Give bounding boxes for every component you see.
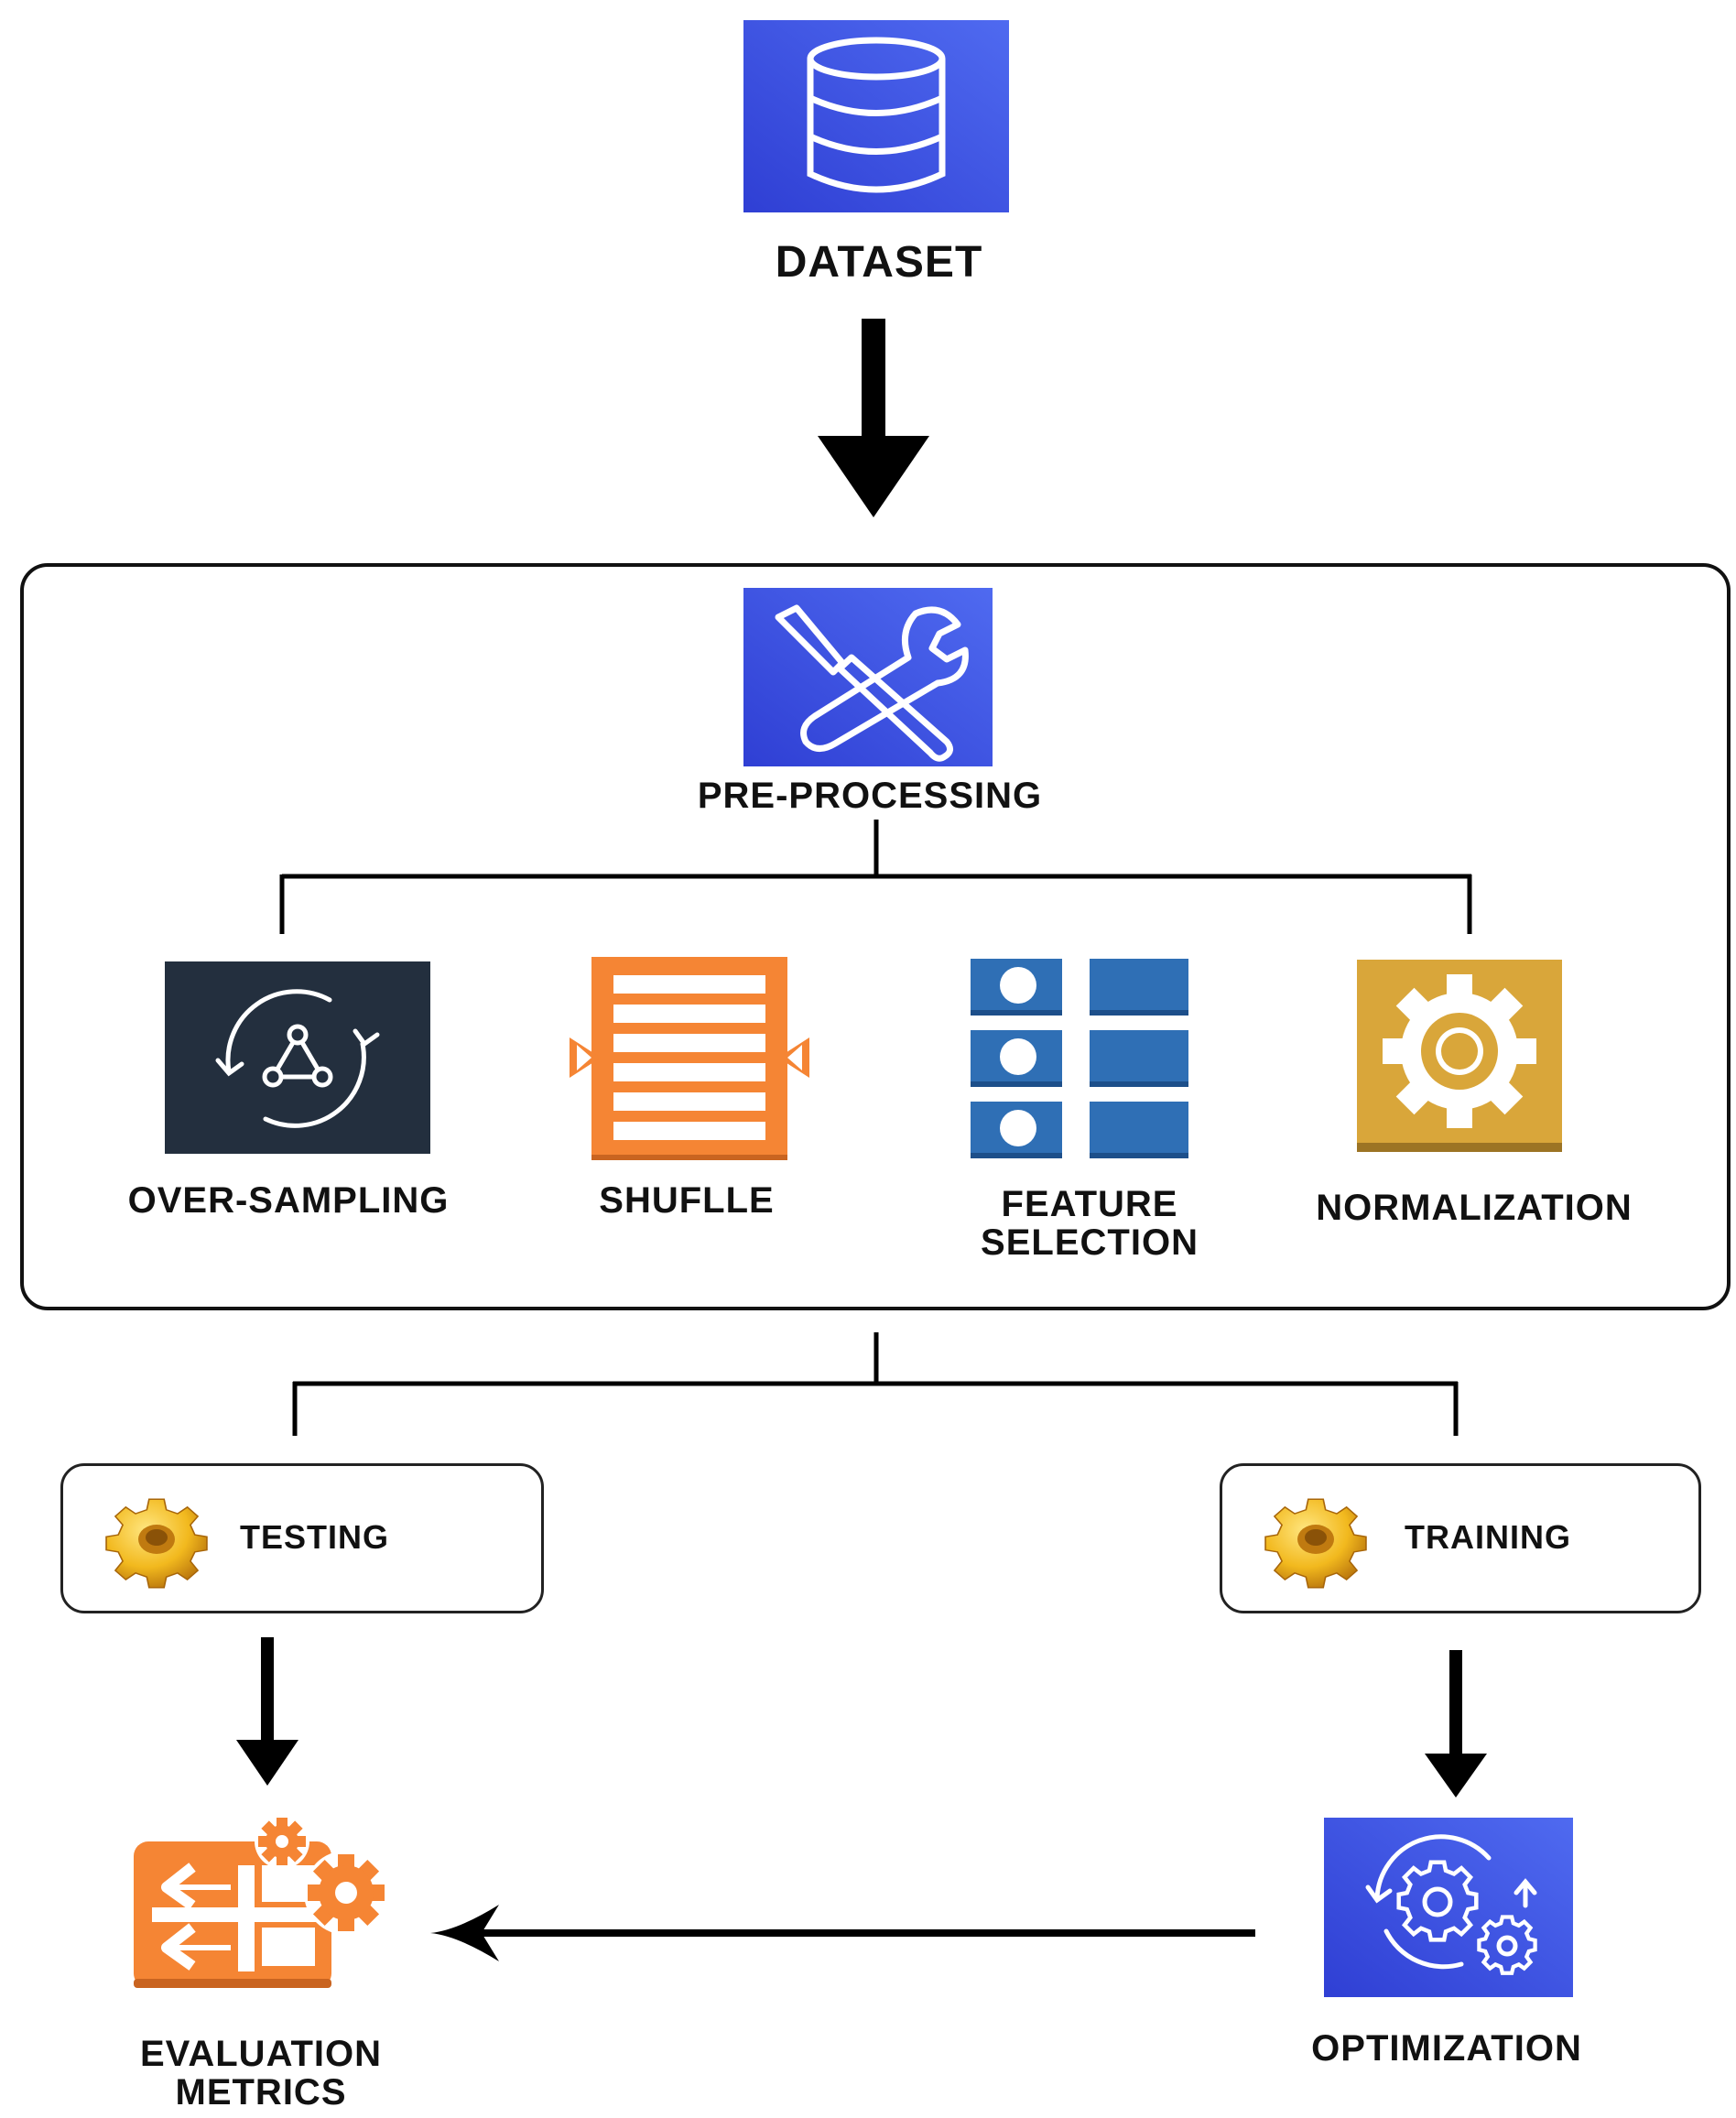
shuffle-icon: [566, 957, 813, 1163]
tools-icon: [743, 588, 993, 766]
normalization-label: NORMALIZATION: [1316, 1188, 1633, 1228]
gear-icon: [105, 1498, 208, 1589]
metrics-gears-icon: [134, 1814, 388, 1988]
arrow-optimization-to-evaluation: [430, 1905, 1255, 1961]
training-gear-icon: [1238, 1479, 1394, 1593]
evaluation-metrics-icon: [128, 1808, 394, 2001]
normalization-icon: [1357, 960, 1562, 1152]
testing-gear-icon: [79, 1479, 234, 1593]
testing-label: TESTING: [240, 1518, 390, 1556]
oversampling-label: OVER-SAMPLING: [127, 1180, 450, 1221]
optimization-label: OPTIMIZATION: [1311, 2028, 1582, 2069]
gear-icon: [1264, 1498, 1367, 1589]
training-label: TRAINING: [1405, 1518, 1571, 1556]
database-icon: [743, 20, 1009, 212]
dataset-label: DATASET: [775, 238, 983, 287]
arrow-training-to-optimization: [1425, 1650, 1487, 1798]
evaluation-metrics-label: EVALUATION METRICS: [139, 2034, 383, 2113]
branch-testing-training: [292, 1332, 1459, 1436]
optimization-icon: [1324, 1818, 1573, 1997]
list-grid-icon: [971, 959, 1188, 1158]
preprocessing-label: PRE-PROCESSING: [697, 776, 1043, 816]
feature-selection-label: FEATURE SELECTION: [981, 1184, 1199, 1263]
preprocessing-icon: [743, 588, 993, 766]
branch-preprocessing-methods: [279, 820, 1472, 934]
gears-cycle-icon: [1324, 1818, 1573, 1997]
oversampling-icon: [165, 961, 430, 1154]
feature-selection-icon: [971, 959, 1188, 1160]
arrow-dataset-to-preprocessing: [818, 319, 929, 517]
dataset-icon: [743, 20, 1009, 212]
cycle-network-icon: [165, 961, 430, 1154]
queue-icon: [570, 957, 809, 1160]
preprocessing-group: [20, 563, 1731, 1310]
gear-icon: [1357, 960, 1562, 1152]
shuffle-label: SHUFLLE: [599, 1180, 775, 1221]
arrow-testing-to-evaluation: [236, 1637, 298, 1786]
